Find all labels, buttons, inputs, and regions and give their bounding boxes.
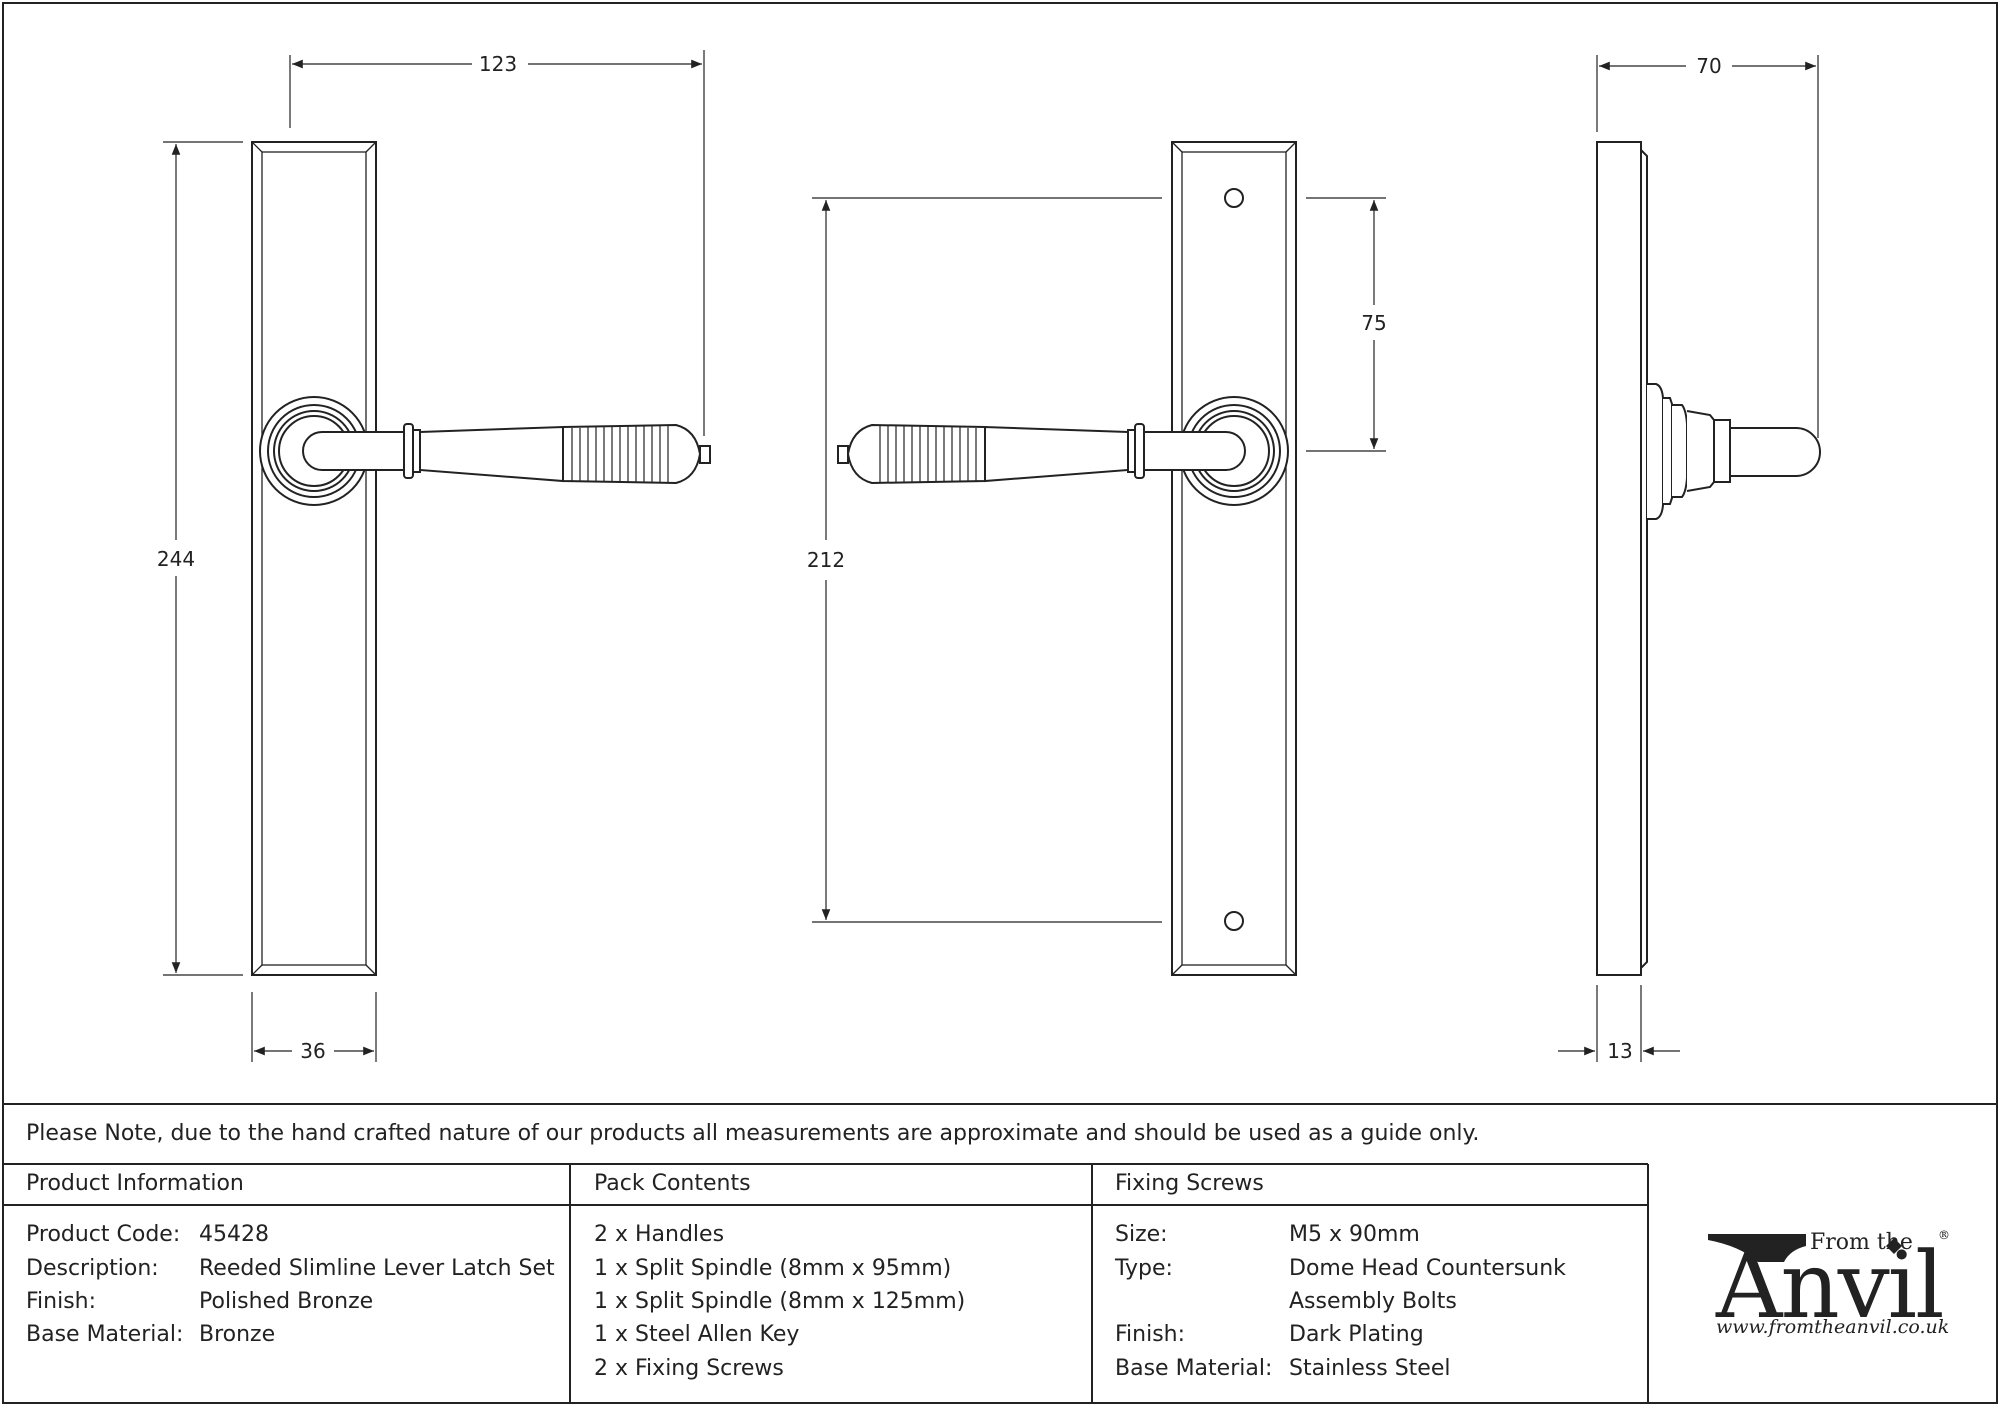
fixing-screws-label: Type: [1115,1256,1173,1281]
back-view-middle [837,141,1297,976]
anvil-logo-graphic [1708,1234,1902,1262]
logo-registered: ® [1938,1228,1950,1242]
fixing-screws-value: M5 x 90mm [1289,1222,1420,1247]
product-info-label: Base Material: [26,1322,184,1347]
list-item: 2 x Fixing Screws [594,1356,784,1381]
fixing-screws-label: Base Material: [1115,1356,1273,1381]
list-item: 2 x Handles [594,1222,725,1247]
product-info-label: Finish: [26,1289,97,1314]
dimension-lines-left [163,50,705,1062]
side-view-right [1596,141,1821,976]
dim-handle-offset: 75 [1361,311,1386,335]
dim-fixing-height: 212 [807,548,845,572]
logo-url: www.fromtheanvil.co.uk [1716,1316,1950,1338]
dim-plate-depth: 13 [1607,1039,1632,1063]
list-item: 1 x Split Spindle (8mm x 125mm) [594,1289,966,1314]
dim-plate-width: 36 [300,1039,325,1063]
logo-brand: Anvil [1716,1232,1945,1339]
measurement-note: Please Note, due to the hand crafted nat… [26,1121,1480,1146]
product-info-label: Description: [26,1256,159,1281]
dim-front-height: 244 [157,547,195,571]
list-item: 1 x Steel Allen Key [594,1322,800,1347]
pack-contents-heading: Pack Contents [594,1171,751,1196]
dimension-lines-right [1558,55,1819,1062]
list-item: 1 x Split Spindle (8mm x 95mm) [594,1256,952,1281]
product-info-value: Bronze [199,1322,276,1347]
fixing-screws-label: Finish: [1115,1322,1186,1347]
dimension-lines-middle [812,197,1386,923]
fixing-screws-value: Dark Plating [1289,1322,1424,1347]
fixing-screws-label: Size: [1115,1222,1168,1247]
fixing-screws-value: Stainless Steel [1289,1356,1451,1381]
fixing-screws-heading: Fixing Screws [1115,1171,1264,1196]
fixing-hole-bottom [1224,911,1244,931]
dim-projection: 70 [1696,54,1721,78]
fixing-screws-value: Assembly Bolts [1289,1289,1457,1314]
dim-front-width: 123 [479,52,517,76]
product-info-label: Product Code: [26,1222,181,1247]
product-info-value: Reeded Slimline Lever Latch Set [199,1256,555,1281]
product-info-value: 45428 [199,1222,269,1247]
fixing-screws-value: Dome Head Countersunk [1289,1256,1566,1281]
product-info-heading: Product Information [26,1171,244,1196]
fixing-hole-top [1224,188,1244,208]
logo-from-the: From the [1810,1230,1913,1255]
product-info-value: Polished Bronze [199,1289,374,1314]
front-view-left [251,141,711,976]
